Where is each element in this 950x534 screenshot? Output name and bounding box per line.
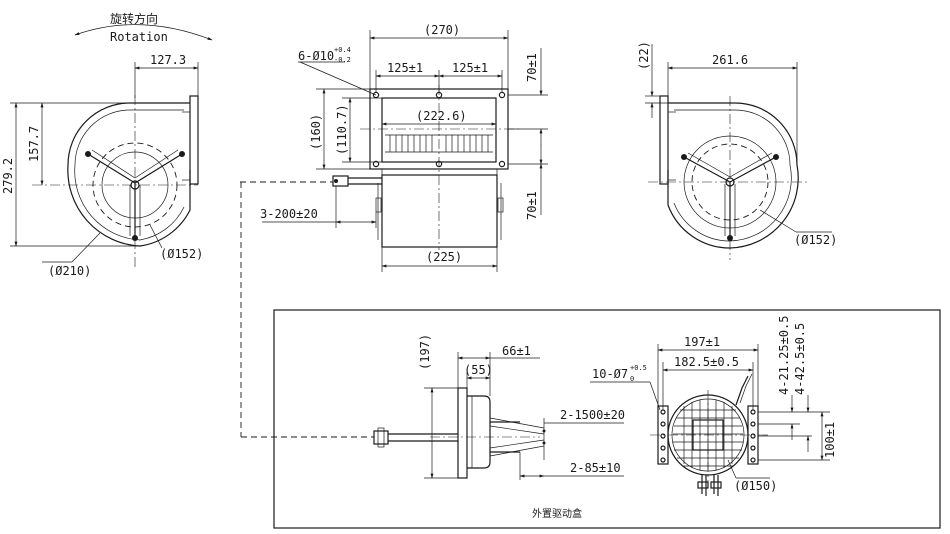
dim-6-holes-tol-up: +0.4 xyxy=(334,46,351,54)
dim-270: (270) xyxy=(424,23,460,37)
dim-225: (225) xyxy=(426,250,462,264)
dim-2-85: 2-85±10 xyxy=(570,461,621,475)
dim-4-42-5: 4-42.5±0.5 xyxy=(793,323,807,395)
rotation-label-en: Rotation xyxy=(110,30,168,44)
front-motor-body xyxy=(381,174,498,248)
dim-2-1500: 2-1500±20 xyxy=(560,408,625,422)
dim-22: (22) xyxy=(637,41,651,70)
dim-3-200: 3-200±20 xyxy=(260,207,318,221)
dim-125-right: 125±1 xyxy=(452,61,488,75)
dim-6-holes-tol-dn: -0.2 xyxy=(334,56,351,64)
rotation-label-cn: 旋转方向 xyxy=(110,11,158,26)
driver-box-panel: (197) 66±1 (55) 2-1500±20 2-85±10 外置驱动盒 xyxy=(241,309,941,529)
driver-box-frame xyxy=(273,309,941,529)
dim-4-21-25: 4-21.25±0.5 xyxy=(777,316,791,395)
driver-side-view xyxy=(373,387,546,479)
dim-197-1: 197±1 xyxy=(684,335,720,349)
left-view: 127.3 279.2 157.7 (Ø210) (Ø152) xyxy=(1,53,203,278)
dim-d152-left: (Ø152) xyxy=(160,247,203,261)
rotation-indicator: 旋转方向 Rotation xyxy=(74,11,213,44)
rotation-arrow xyxy=(74,24,213,41)
front-cable xyxy=(240,175,382,437)
right-view: (22) 261.6 (Ø152) xyxy=(637,41,837,260)
dim-d152-right: (Ø152) xyxy=(794,233,837,247)
dim-d150: (Ø150) xyxy=(734,479,777,493)
dim-6-holes: 6-Ø10 xyxy=(298,49,334,63)
dim-70-bot: 70±1 xyxy=(525,191,539,220)
dim-160: (160) xyxy=(309,114,323,150)
driver-front-view xyxy=(650,373,770,496)
dim-279-2: 279.2 xyxy=(1,158,15,194)
left-flange xyxy=(189,95,199,185)
dim-55: (55) xyxy=(464,363,493,377)
driver-box-caption: 外置驱动盒 xyxy=(532,507,582,520)
dim-100: 100±1 xyxy=(823,422,837,458)
right-housing-outline xyxy=(667,102,799,249)
dim-261-6: 261.6 xyxy=(712,53,748,67)
dim-70-top: 70±1 xyxy=(525,53,539,82)
dim-127-3: 127.3 xyxy=(150,53,186,67)
right-flange xyxy=(659,95,669,185)
dim-d210: (Ø210) xyxy=(48,264,91,278)
dim-66: 66±1 xyxy=(502,344,531,358)
dim-197-paren: (197) xyxy=(418,334,432,370)
dim-10-holes-tol-dn: 0 xyxy=(630,375,634,383)
dim-110-7: (110.7) xyxy=(335,104,349,155)
dim-182-5: 182.5±0.5 xyxy=(674,355,739,369)
dim-10-holes: 10-Ø7 xyxy=(592,367,628,381)
dim-125-left: 125±1 xyxy=(387,61,423,75)
dim-157-7: 157.7 xyxy=(27,126,41,162)
left-housing-outline xyxy=(67,102,191,247)
dim-10-holes-tol-up: +0.5 xyxy=(630,364,647,372)
dim-222-6: (222.6) xyxy=(416,109,467,123)
front-view: (270) 125±1 125±1 6-Ø10 +0.4 -0.2 70±1 7… xyxy=(240,23,548,437)
